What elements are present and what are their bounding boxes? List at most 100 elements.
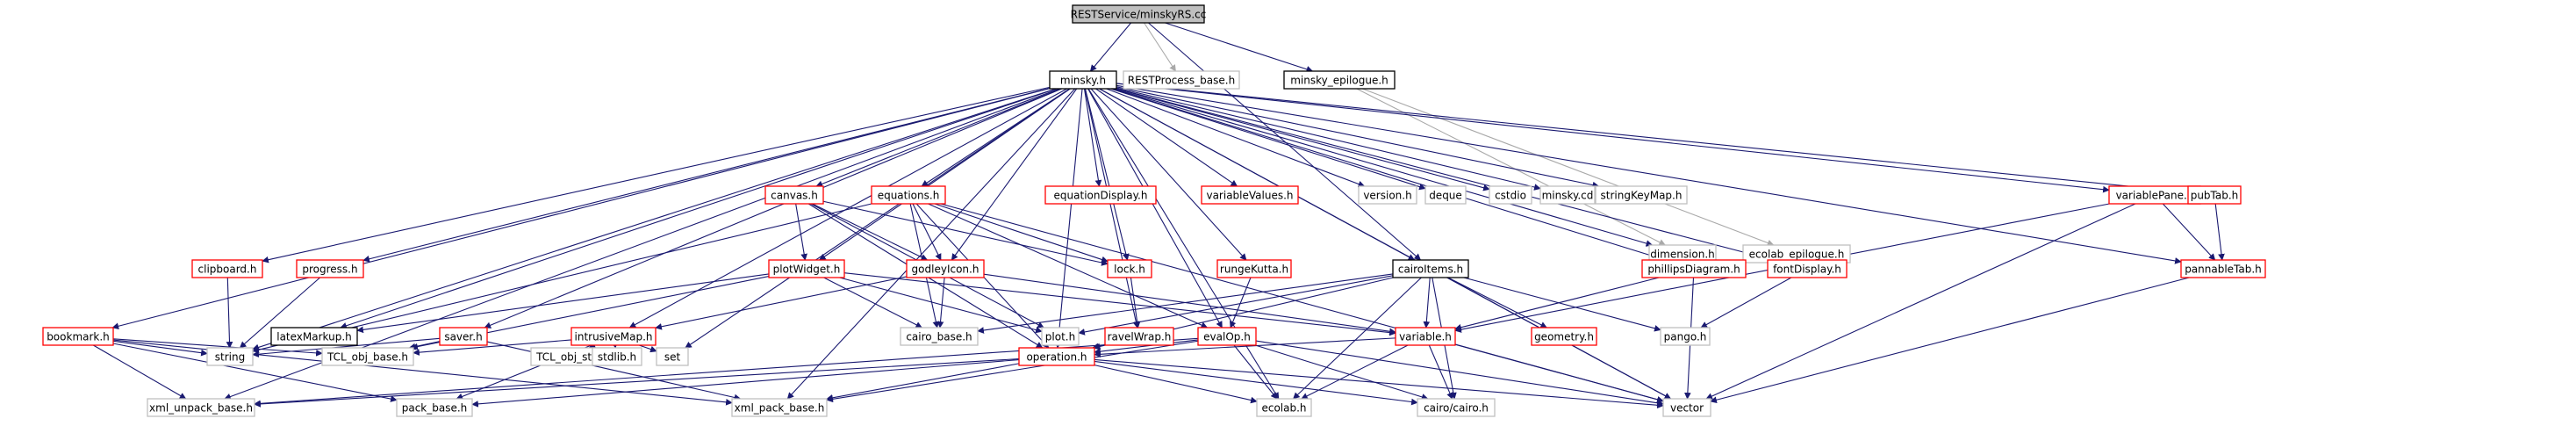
edge-evalOp-to-cairo_cairo	[1255, 344, 1429, 401]
edge-cairoItems-to-variable	[1423, 277, 1431, 329]
node-rungeKutta[interactable]: rungeKutta.h	[1216, 259, 1292, 278]
edge-canvas-to-plotWidget	[795, 203, 807, 261]
node-evalOp[interactable]: evalOp.h	[1197, 327, 1257, 346]
node-variablePane[interactable]: variablePane.h	[2108, 185, 2201, 205]
node-canvas[interactable]: canvas.h	[764, 185, 824, 205]
edge-clipboard-to-string	[226, 277, 233, 349]
node-godleyIcon[interactable]: godleyIcon.h	[906, 259, 985, 278]
edge-variable-to-cairo_cairo	[1428, 344, 1453, 400]
edge-minsky_h-to-variablePane	[1116, 83, 2110, 193]
node-label: plotWidget.h	[773, 264, 841, 276]
node-label: minsky.h	[1060, 75, 1106, 87]
node-stdlib: stdlib.h	[592, 347, 642, 366]
edge-minsky_h-to-version	[1106, 88, 1366, 188]
node-variableValues[interactable]: variableValues.h	[1201, 185, 1299, 205]
node-plotWidget[interactable]: plotWidget.h	[768, 259, 845, 278]
node-progress[interactable]: progress.h	[296, 259, 364, 278]
node-variable[interactable]: variable.h	[1395, 327, 1456, 346]
node-cairoItems[interactable]: cairoItems.h	[1392, 259, 1469, 278]
node-operation[interactable]: operation.h	[1018, 347, 1095, 366]
node-pubTab[interactable]: pubTab.h	[2187, 185, 2242, 205]
edge-minsky_h-to-dimension	[1113, 88, 1654, 247]
node-label: evalOp.h	[1203, 331, 1251, 343]
node-equationDisplay[interactable]: equationDisplay.h	[1044, 185, 1157, 205]
edge-variablePane-to-vector	[1705, 203, 2136, 400]
edge-minsky_h-to-fontDisplay	[1116, 88, 1775, 262]
edge-bookmark-to-pack_base	[112, 343, 398, 402]
node-minsky-epilogue[interactable]: minsky_epilogue.h	[1283, 70, 1396, 90]
edge-operation-to-cairo_cairo	[1094, 360, 1418, 406]
node-label: saver.h	[444, 331, 482, 343]
node-label: geometry.h	[1534, 331, 1594, 343]
node-lock[interactable]: lock.h	[1107, 259, 1152, 278]
node-fontDisplay[interactable]: fontDisplay.h	[1767, 259, 1848, 278]
node-bookmark[interactable]: bookmark.h	[42, 327, 114, 346]
edge-saver-to-xml_pack_base	[486, 341, 742, 401]
edge-minsky_h-to-phillipsDiagram	[1111, 88, 1667, 262]
edge-minsky_h-to-intrusiveMap	[628, 88, 1067, 329]
edge-minsky_epilogue-to-ecolab_epilogue	[1362, 88, 1775, 247]
edge-variable-to-vector	[1454, 343, 1664, 403]
edge-pubTab-to-pannableTab	[2214, 203, 2225, 261]
node-label: intrusiveMap.h	[575, 331, 653, 343]
node-root[interactable]: RESTService/minskyRS.cc	[1071, 4, 1207, 24]
node-intrusiveMap[interactable]: intrusiveMap.h	[570, 327, 657, 346]
node-geometry[interactable]: geometry.h	[1531, 327, 1597, 346]
node-label: variableValues.h	[1206, 190, 1293, 202]
node-minsky-h[interactable]: minsky.h	[1049, 70, 1117, 90]
node-label: equationDisplay.h	[1054, 190, 1148, 202]
edge-phillipsDiagram-to-variable	[1454, 277, 1660, 331]
node-stringKeyMap: stringKeyMap.h	[1595, 185, 1688, 205]
edge-minsky_h-to-lock	[1084, 88, 1130, 261]
edge-variable-to-operation	[1094, 337, 1396, 358]
node-pack-base: pack_base.h	[396, 398, 473, 417]
node-latexMarkup[interactable]: latexMarkup.h	[270, 327, 358, 346]
edge-lock-to-ravelWrap	[1130, 277, 1141, 329]
edge-operation-to-vector	[1094, 358, 1664, 409]
node-cairo-base: cairo_base.h	[900, 327, 979, 346]
edge-minsky_h-to-canvas	[815, 88, 1062, 188]
node-label: fontDisplay.h	[1773, 264, 1841, 276]
node-version: version.h	[1358, 185, 1417, 205]
edge-minsky_h-to-pannableTab	[1116, 84, 2182, 264]
edge-root-to-restprocess	[1144, 22, 1176, 72]
edge-minsky_h-to-stringKeyMap	[1116, 86, 1600, 189]
node-clipboard[interactable]: clipboard.h	[191, 259, 263, 278]
edge-evalOp-to-xml_pack_base	[826, 340, 1199, 403]
node-label: vector	[1670, 402, 1704, 415]
edge-bookmark-to-string	[112, 340, 208, 357]
node-label: variablePane.h	[2116, 190, 2194, 202]
node-label: set	[664, 351, 681, 364]
edge-root-to-minsky_epilogue	[1165, 22, 1314, 73]
node-cstdio: cstdio	[1489, 185, 1532, 205]
edge-canvas-to-godleyIcon	[812, 203, 929, 261]
edge-intrusiveMap-to-set	[638, 344, 657, 353]
node-TCL-obj-stl: TCL_obj_stl.h	[530, 347, 611, 366]
node-ravelWrap[interactable]: ravelWrap.h	[1104, 327, 1174, 346]
node-phillipsDiagram[interactable]: phillipsDiagram.h	[1641, 259, 1747, 278]
edge-equations-to-lock	[934, 203, 1109, 264]
edge-layer	[93, 22, 2225, 409]
edge-minsky_h-to-string	[252, 88, 1057, 351]
node-label: godleyIcon.h	[912, 264, 979, 276]
edge-minsky_h-to-cstdio	[1116, 88, 1490, 191]
node-saver[interactable]: saver.h	[439, 327, 488, 346]
node-TCL-obj-base: TCL_obj_base.h	[321, 347, 414, 366]
node-label: lock.h	[1114, 264, 1145, 276]
node-label: clipboard.h	[198, 264, 257, 276]
node-label: progress.h	[302, 264, 357, 276]
node-label: minsky_epilogue.h	[1290, 75, 1388, 87]
node-label: operation.h	[1026, 351, 1087, 364]
node-label: rungeKutta.h	[1220, 264, 1288, 276]
edge-operation-to-ecolab	[1094, 365, 1258, 404]
edge-plotWidget-to-variable	[843, 272, 1396, 336]
edge-minsky_h-to-godleyIcon	[951, 88, 1078, 261]
node-set: set	[656, 347, 689, 366]
node-equations[interactable]: equations.h	[871, 185, 946, 205]
node-pannableTab[interactable]: pannableTab.h	[2180, 259, 2266, 278]
node-vector: vector	[1662, 398, 1711, 417]
edge-minsky_h-to-rungeKutta	[1090, 88, 1247, 261]
node-pango: pango.h	[1660, 327, 1711, 346]
edge-bookmark-to-TCL_obj_base	[112, 338, 323, 357]
edge-cairoItems-to-pango	[1463, 277, 1661, 332]
